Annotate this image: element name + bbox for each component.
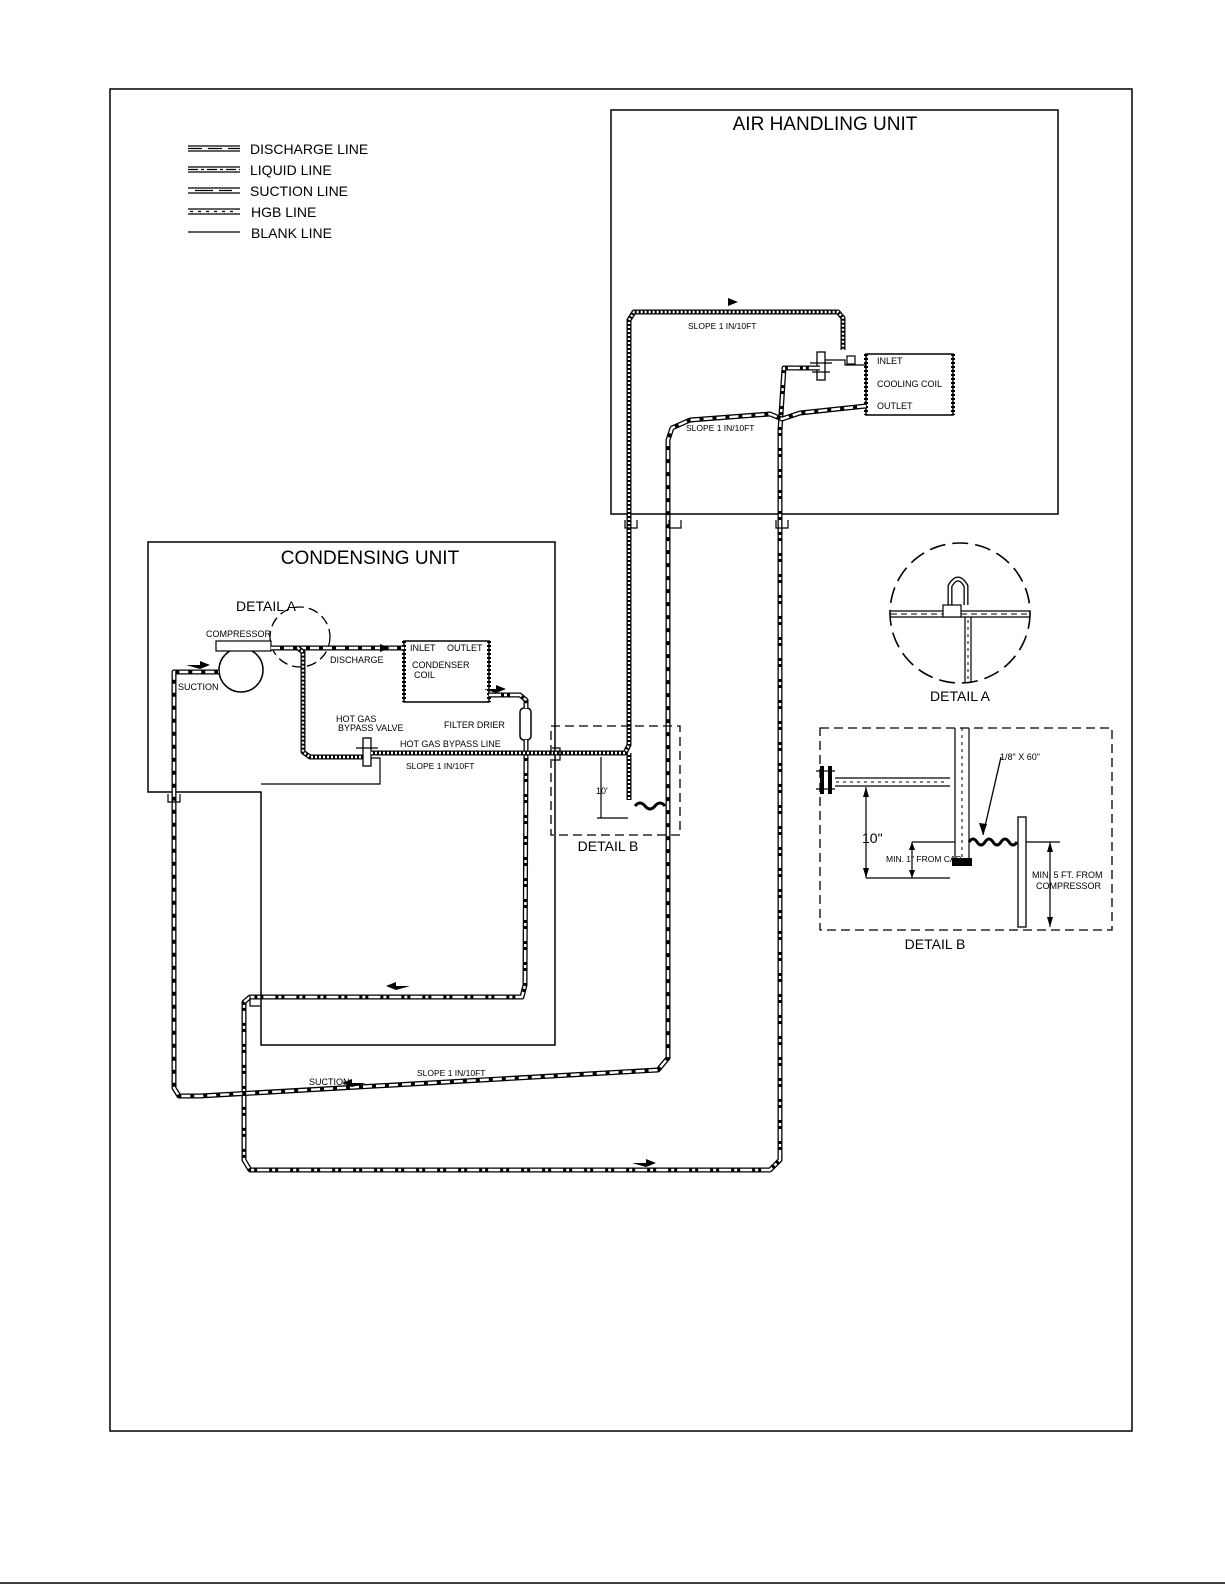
ahu-slope-top: SLOPE 1 IN/10FT <box>688 321 757 331</box>
legend-discharge-symbol <box>188 145 240 152</box>
flow-arrow-discharge <box>366 644 390 652</box>
ahu-title: AIR HANDLING UNIT <box>733 114 918 135</box>
compressor-label: COMPRESSOR <box>206 629 272 639</box>
flow-arrow-liquid <box>484 685 506 693</box>
bottom-suction-label: SUCTION <box>309 1077 350 1087</box>
legend-suction-symbol <box>188 187 240 194</box>
flow-arrow-suction-in <box>186 661 210 669</box>
discharge-label: DISCHARGE <box>330 655 384 665</box>
detail-b-min-comp-label-2: COMPRESSOR <box>1036 881 1102 891</box>
condensing-unit: CONDENSING UNIT DETAIL A COMPRESSOR SUCT… <box>147 541 556 1046</box>
legend-hgb-label: HGB LINE <box>251 204 316 220</box>
bottom-slope-label: SLOPE 1 IN/10FT <box>417 1068 486 1078</box>
detail-b-min-cap-label: MIN. 1" FROM CAP <box>886 854 962 864</box>
cu-slope-label: SLOPE 1 IN/10FT <box>406 761 475 771</box>
flow-arrow-ahu-top <box>712 298 738 306</box>
air-handling-unit: AIR HANDLING UNIT INLET COOLING COIL OUT… <box>610 109 1059 515</box>
condenser-outlet-label: OUTLET <box>447 643 483 653</box>
filter-drier <box>519 707 532 741</box>
detail-a-callout-circle <box>269 606 331 668</box>
condenser-name-label-1: CONDENSER <box>412 660 470 670</box>
condenser-coil <box>403 640 490 703</box>
legend-liquid-label: LIQUID LINE <box>250 162 332 178</box>
compressor-plate <box>215 640 272 652</box>
legend-blank-label: BLANK LINE <box>251 225 332 241</box>
detail-b-callout-label: DETAIL B <box>578 838 639 854</box>
detail-b: 1/8" X 60" 10" MIN. 1" FROM CAP MIN. 5 F… <box>816 727 1113 952</box>
condensing-unit-title: CONDENSING UNIT <box>281 548 460 569</box>
expansion-valve <box>810 351 866 381</box>
detail-b-callout-box <box>550 725 681 836</box>
detail-b-height-label: 10" <box>862 830 883 846</box>
legend-liquid-symbol <box>188 166 240 173</box>
flow-arrow-suction-bottom <box>342 1079 366 1087</box>
cooling-coil <box>865 353 954 416</box>
coil-outlet-label: OUTLET <box>877 401 913 411</box>
legend-suction-label: SUCTION LINE <box>250 183 348 199</box>
filter-drier-label: FILTER DRIER <box>444 720 505 730</box>
detail-a-label: DETAIL A <box>930 688 991 704</box>
piping <box>167 309 867 1173</box>
condensing-unit-enclosure <box>147 541 556 1046</box>
detail-a-callout-label: DETAIL A <box>236 598 297 614</box>
detail-b-callout: 10' DETAIL B <box>550 725 681 854</box>
detail-a: DETAIL A <box>889 542 1031 704</box>
hgb-valve-label-1: HOT GAS <box>336 714 376 724</box>
hgb-valve-label-2: BYPASS VALVE <box>338 723 404 733</box>
legend-discharge-label: DISCHARGE LINE <box>250 141 368 157</box>
detail-b-min-comp-label-1: MIN. 5 FT. FROM <box>1032 870 1103 880</box>
detail-b-box <box>819 727 1113 931</box>
detail-b-tube-label: 1/8" X 60" <box>1000 752 1040 762</box>
compressor <box>218 647 264 693</box>
legend-hgb-symbol <box>188 208 240 215</box>
suction-label: SUCTION <box>178 682 219 692</box>
legend: DISCHARGE LINE LIQUID LINE SUCTION LINE … <box>188 141 368 241</box>
condenser-name-label-2: COIL <box>414 670 435 680</box>
detail-b-callout-dimension: 10' <box>596 786 608 796</box>
hot-gas-bypass-valve <box>261 737 381 785</box>
detail-b-label: DETAIL B <box>905 936 966 952</box>
flow-arrow-liquid-bottom <box>632 1159 656 1167</box>
ahu-slope-bottom: SLOPE 1 IN/10FT <box>686 423 755 433</box>
condenser-inlet-label: INLET <box>410 643 436 653</box>
coil-inlet-label: INLET <box>877 356 903 366</box>
page-border <box>109 88 1133 1432</box>
flow-arrow-return <box>386 982 410 990</box>
detail-a-circle <box>889 542 1031 684</box>
coil-name-label: COOLING COIL <box>877 379 942 389</box>
hgb-line-label: HOT GAS BYPASS LINE <box>400 739 501 749</box>
ahu-enclosure <box>610 109 1059 515</box>
flow-arrows <box>186 298 738 1167</box>
